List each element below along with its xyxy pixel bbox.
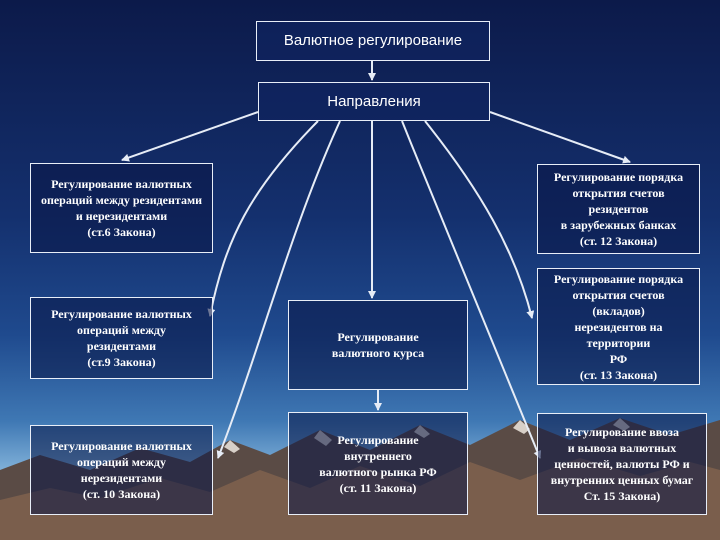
box-left3: Регулирование валютных операций между не… (30, 425, 213, 515)
box-right2-text: Регулирование порядка открытия счетов (в… (553, 271, 684, 382)
box-left1-text: Регулирование валютных операций между ре… (40, 177, 203, 239)
title-text: Валютное регулирование (283, 32, 463, 49)
box-right1: Регулирование порядка открытия счетов ре… (537, 164, 700, 254)
box-right1-text: Регулирование порядка открытия счетов ре… (553, 170, 684, 248)
box-center2: Регулирование внутреннего валютного рынк… (288, 412, 468, 515)
box-left1: Регулирование валютных операций между ре… (30, 163, 213, 253)
box-center1-text: Регулирование валютного курса (331, 330, 425, 360)
box-right2: Регулирование порядка открытия счетов (в… (537, 268, 700, 385)
title-box: Валютное регулирование (256, 21, 490, 61)
box-right3: Регулирование ввоза и вывоза валютных це… (537, 413, 707, 515)
subtitle-text: Направления (327, 92, 421, 110)
box-right3-text: Регулирование ввоза и вывоза валютных це… (550, 425, 694, 503)
subtitle-box: Направления (258, 82, 490, 121)
box-left2-text: Регулирование валютных операций между ре… (51, 307, 192, 369)
box-left2: Регулирование валютных операций между ре… (30, 297, 213, 379)
box-center1: Регулирование валютного курса (288, 300, 468, 390)
box-center2-text: Регулирование внутреннего валютного рынк… (319, 432, 437, 495)
box-left3-text: Регулирование валютных операций между не… (51, 439, 192, 501)
